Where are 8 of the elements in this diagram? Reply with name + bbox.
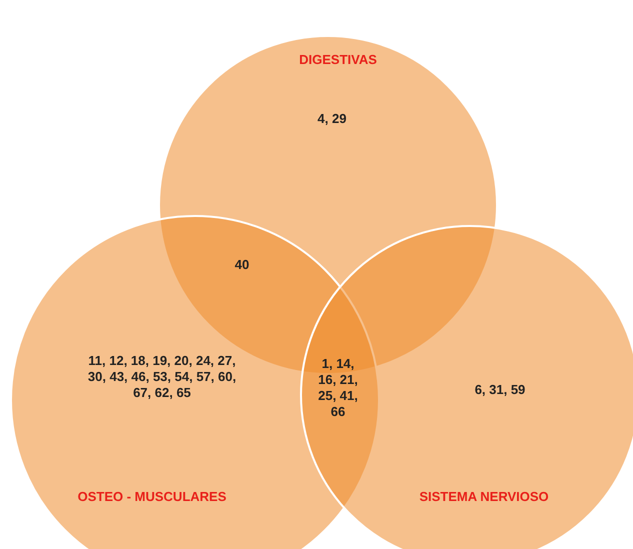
category-label: OSTEO - MUSCULARES (78, 489, 226, 505)
item-numbers: 40 (234, 257, 250, 273)
item-numbers: 6, 31, 59 (474, 382, 526, 398)
item-numbers: 4, 29 (316, 111, 348, 127)
item-numbers: 1, 14, 16, 21, 25, 41, 66 (317, 356, 359, 420)
category-label: SISTEMA NERVIOSO (419, 489, 549, 505)
item-numbers: 11, 12, 18, 19, 20, 24, 27, 30, 43, 46, 53, 54, 57, 60, 67, 62, 65 (87, 353, 237, 401)
category-label: DIGESTIVAS (299, 52, 377, 68)
